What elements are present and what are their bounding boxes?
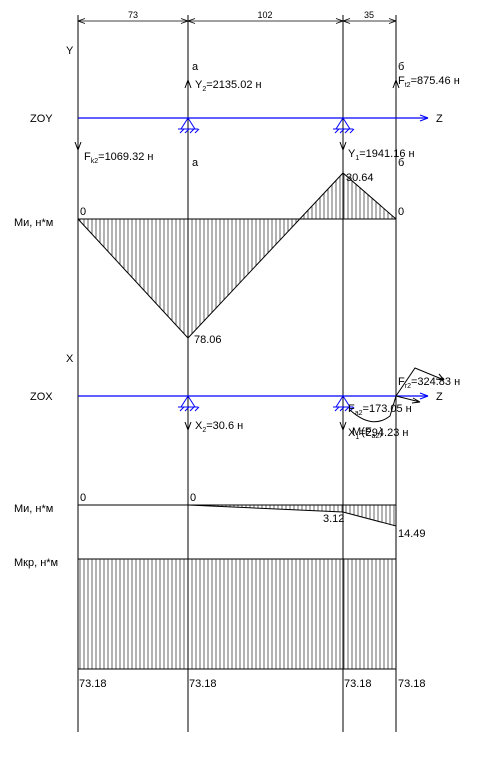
moment-y-value-min: 78.06 <box>194 334 222 346</box>
axis-zoy-z-label: Z <box>436 113 443 125</box>
force-fa2-label: Fa2=173.05 н <box>348 403 412 417</box>
moment-x-axis-label: Mи, н*м <box>14 503 53 515</box>
force-fk2-label: Fk2=1069.32 н <box>84 151 153 165</box>
support-hatch <box>334 406 355 412</box>
force-y1-label: Y1=1941.16 н <box>348 148 415 162</box>
moment-x-value-bearing: 3.12 <box>323 513 344 525</box>
force-arrow-y1 <box>339 141 347 151</box>
moment-y-outline <box>77 172 397 339</box>
torque-value-2: 73.18 <box>189 678 217 690</box>
moment-y-value-end: 0 <box>398 206 404 218</box>
section-mark-b-top: б <box>398 61 404 73</box>
moment-x-outline <box>187 504 397 527</box>
dimension-73: 73 <box>128 10 138 20</box>
moment-x-value-a: 0 <box>190 492 196 504</box>
torque-axis-label: Mкр, н*м <box>14 557 58 569</box>
moment-fa2-label: M(Fa2) <box>352 426 383 440</box>
plane-zoy-label: ZOY <box>30 113 53 125</box>
axis-y-label: Y <box>66 45 74 57</box>
support-zoy-right <box>333 117 355 134</box>
support-zox-right <box>333 395 355 412</box>
force-arrow-fk2 <box>74 141 82 151</box>
dimension-arrow <box>77 18 86 24</box>
plane-zox-label: ZOX <box>30 391 53 403</box>
torque-hatching <box>79 559 393 669</box>
force-arrow-ft2 <box>392 79 400 89</box>
axis-zox-z-label: Z <box>436 391 443 403</box>
force-arrow-fr2 <box>395 367 445 397</box>
force-arrow-y2 <box>184 79 192 89</box>
torque-outline <box>77 558 397 670</box>
torque-value-4: 73.18 <box>398 678 426 690</box>
dimension-arrow <box>335 18 351 24</box>
moment-x-value-end: 14.49 <box>398 528 426 540</box>
force-arrow-fa2 <box>395 395 421 404</box>
axis-zoy-arrow <box>419 114 429 122</box>
torque-value-1: 73.18 <box>79 678 107 690</box>
force-fr2-label: Fr2=324.83 н <box>398 376 460 390</box>
dimension-arrow <box>388 18 397 24</box>
moment-x-hatching <box>201 505 395 526</box>
section-mark-b-bottom: б <box>398 157 404 169</box>
dimension-chain <box>77 18 397 24</box>
moment-y-axis-label: Mи, н*м <box>14 217 53 229</box>
force-ft2-label: Ft2=875.46 н <box>398 75 460 89</box>
support-zoy-left <box>178 117 200 134</box>
dimension-102: 102 <box>257 10 272 20</box>
dimension-arrow <box>180 18 196 24</box>
section-mark-a-bottom: a <box>192 157 199 169</box>
support-hatch <box>179 406 200 412</box>
moment-fa2-arc <box>349 395 397 423</box>
section-mark-a-top: a <box>192 61 199 73</box>
support-hatch <box>334 128 355 134</box>
support-hatch <box>179 128 200 134</box>
axis-x-label: X <box>66 353 74 365</box>
moment-y-hatching <box>79 173 393 338</box>
force-x2-label: X2=30.6 н <box>195 420 243 434</box>
support-zox-left <box>178 395 200 412</box>
moment-y-value-start: 0 <box>80 206 86 218</box>
moment-y-value-max: 30.64 <box>346 172 374 184</box>
force-x1-label: X1=294.23 н <box>348 427 408 441</box>
force-y2-label: Y2=2135.02 н <box>195 79 262 93</box>
axis-zox-arrow <box>419 392 429 400</box>
dimension-35: 35 <box>364 10 374 20</box>
torque-value-3: 73.18 <box>344 678 372 690</box>
force-arrow-x1 <box>339 421 347 431</box>
moment-x-value-start: 0 <box>80 492 86 504</box>
force-arrow-x2 <box>184 421 192 431</box>
